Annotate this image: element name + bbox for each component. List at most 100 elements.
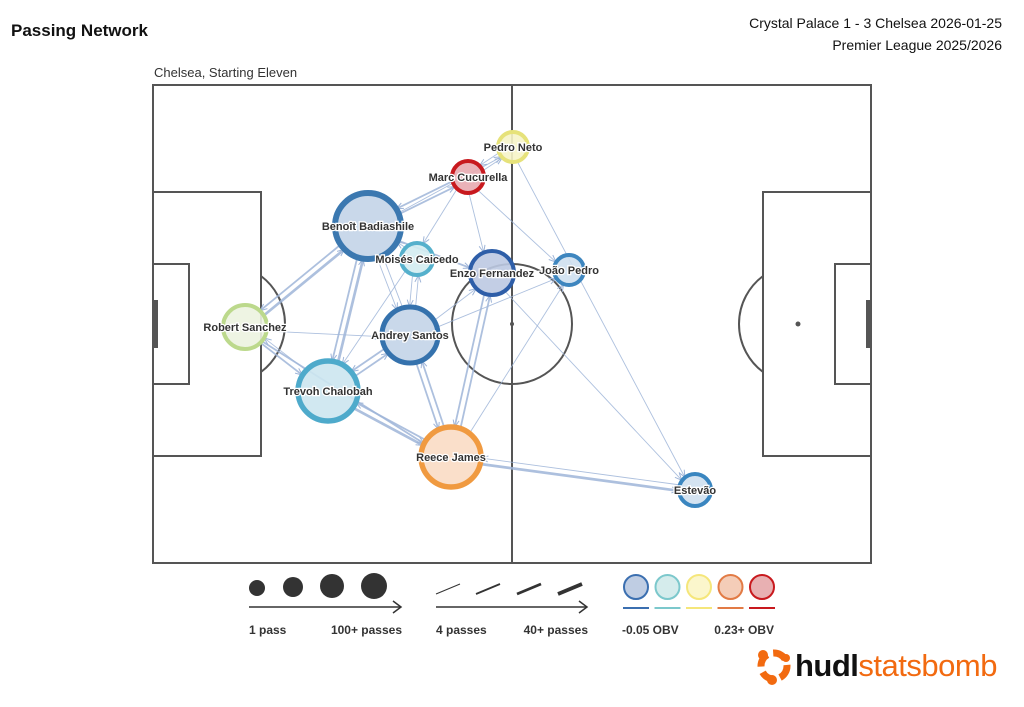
- pass-edge: [436, 278, 557, 328]
- pass-edge: [479, 152, 500, 167]
- player-node-santos[interactable]: Andrey Santos: [370, 304, 450, 366]
- player-label: Estevão: [674, 485, 716, 497]
- player-node-cucurella[interactable]: Marc Cucurella: [427, 159, 510, 195]
- legend-width-mark: [557, 582, 583, 596]
- right-penalty-box: [762, 191, 872, 457]
- player-node-fernandez[interactable]: Enzo Fernandez: [449, 249, 536, 297]
- pass-edge: [398, 185, 456, 215]
- pass-edge: [395, 180, 453, 210]
- legend-obv-scale: [623, 574, 775, 609]
- player-label: João Pedro: [539, 265, 599, 277]
- player-label: Robert Sanchez: [203, 322, 287, 334]
- logo-hudl: hudl: [795, 648, 859, 683]
- pass-edge: [352, 406, 424, 447]
- legend-size-mark: [249, 580, 265, 596]
- legend-obv-circle: [717, 574, 744, 600]
- pass-edge: [331, 257, 359, 362]
- pass-edge: [350, 347, 386, 373]
- legend-width-min: 4 passes: [436, 623, 487, 637]
- player-circle[interactable]: [295, 358, 361, 424]
- pass-edge: [415, 362, 440, 430]
- match-score: Crystal Palace 1 - 3 Chelsea 2026-01-25: [749, 15, 1002, 31]
- player-node-caicedo[interactable]: Moisés Caicedo: [374, 241, 460, 277]
- right-six-yard-box: [834, 263, 872, 385]
- player-label: Andrey Santos: [371, 330, 449, 342]
- player-circle[interactable]: [379, 304, 441, 366]
- right-goal: [866, 300, 871, 348]
- pass-edge: [336, 258, 365, 363]
- pass-edge: [433, 288, 477, 321]
- pass-edge: [420, 360, 446, 428]
- legend-obv-circle: [749, 574, 775, 600]
- statsbomb-logo-icon: [757, 649, 791, 685]
- pass-edge: [468, 193, 485, 253]
- legend: 1 pass 100+ passes 4 passes 40+ passes -…: [249, 573, 775, 637]
- player-node-james[interactable]: Reece James: [415, 424, 487, 490]
- legend-obv-max: 0.23+ OBV: [714, 623, 774, 637]
- match-info: Crystal Palace 1 - 3 Chelsea 2026-01-25 …: [749, 12, 1002, 56]
- legend-size-mark: [361, 573, 387, 599]
- page-title: Passing Network: [11, 21, 148, 40]
- legend-size-max: 100+ passes: [331, 623, 402, 637]
- legend-size-mark: [283, 577, 303, 597]
- pass-edge: [266, 330, 382, 338]
- player-circle[interactable]: [221, 303, 269, 351]
- player-circle[interactable]: [418, 424, 484, 490]
- pass-edge: [516, 161, 686, 478]
- pass-edge: [459, 294, 492, 429]
- legend-obv-circle: [654, 574, 681, 600]
- player-label: Trevoh Chalobah: [283, 386, 373, 398]
- legend-width-mark: [516, 582, 542, 596]
- pass-edge: [504, 290, 683, 481]
- player-circle[interactable]: [399, 241, 435, 277]
- player-node-sanchez[interactable]: Robert Sanchez: [202, 303, 288, 351]
- player-circle[interactable]: [496, 130, 530, 164]
- arrow-head-icon: [578, 600, 589, 614]
- player-circle[interactable]: [332, 190, 404, 262]
- player-node-estevao[interactable]: Estevão: [673, 472, 718, 508]
- pass-edge: [376, 257, 398, 311]
- legend-obv-min: -0.05 OBV: [622, 623, 679, 637]
- pass-edge: [341, 270, 406, 365]
- legend-obv-circle: [623, 574, 649, 600]
- legend-width-mark: [475, 583, 501, 595]
- legend-size-min: 1 pass: [249, 623, 287, 637]
- player-label: Marc Cucurella: [429, 172, 509, 184]
- pass-edge: [398, 156, 502, 214]
- pass-edges: [259, 152, 686, 494]
- player-node-joao[interactable]: João Pedro: [538, 253, 600, 287]
- player-node-chalobah[interactable]: Trevoh Chalobah: [282, 358, 374, 424]
- pass-edge: [482, 157, 503, 171]
- player-circle[interactable]: [450, 159, 486, 195]
- player-circle[interactable]: [552, 253, 586, 287]
- legend-size-mark: [320, 574, 344, 598]
- player-label: Moisés Caicedo: [375, 254, 458, 266]
- player-circle[interactable]: [677, 472, 713, 508]
- legend-width: [435, 582, 583, 596]
- player-label: Enzo Fernandez: [450, 268, 535, 280]
- player-node-neto[interactable]: Pedro Neto: [482, 130, 544, 164]
- pass-edge: [453, 293, 486, 428]
- right-penalty-spot: [795, 321, 801, 327]
- pass-edge: [259, 243, 342, 312]
- player-label: Benoît Badiashile: [322, 221, 414, 233]
- pass-edge: [355, 401, 427, 441]
- pass-edge: [260, 342, 303, 376]
- legend-size: [249, 573, 387, 599]
- pass-edge: [353, 352, 390, 378]
- legend-obv-circle: [686, 574, 712, 600]
- left-goal: [153, 300, 158, 348]
- left-six-yard-box: [152, 263, 190, 385]
- pass-edge: [422, 188, 458, 245]
- pass-edge: [480, 462, 679, 493]
- competition: Premier League 2025/2026: [832, 37, 1002, 53]
- pass-edge: [263, 248, 346, 317]
- pass-edge: [415, 275, 419, 308]
- logo-statsbomb: statsbomb: [858, 648, 997, 683]
- player-node-badiashile[interactable]: Benoît Badiashile: [321, 190, 415, 262]
- right-penalty-arc: [738, 275, 764, 373]
- player-label: Pedro Neto: [484, 142, 543, 154]
- player-circle[interactable]: [468, 249, 516, 297]
